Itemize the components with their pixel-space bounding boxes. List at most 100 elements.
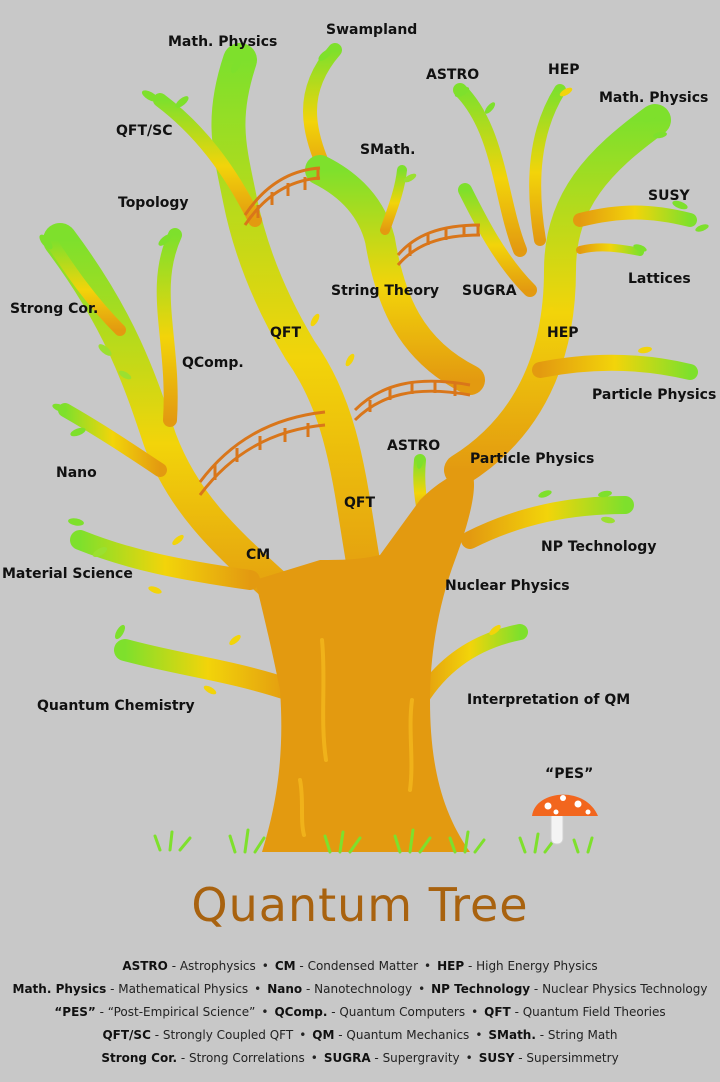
label-qcomp: QComp. bbox=[182, 355, 244, 371]
legend-abbreviation: ASTRO bbox=[122, 959, 168, 973]
leaves bbox=[39, 49, 709, 695]
legend-description: - Quantum Mechanics bbox=[334, 1028, 470, 1042]
label-hep-1: HEP bbox=[548, 62, 580, 78]
label-material-science: Material Science bbox=[2, 566, 133, 582]
label-cm: CM bbox=[246, 547, 270, 563]
legend-description: - Supergravity bbox=[370, 1051, 460, 1065]
legend-description: - “Post-Empirical Science” bbox=[95, 1005, 256, 1019]
label-swampland: Swampland bbox=[326, 22, 417, 38]
legend-abbreviation: CM bbox=[274, 959, 296, 973]
branch-np-technology bbox=[461, 496, 634, 549]
branch-susy bbox=[573, 205, 697, 227]
legend-row: ASTRO - Astrophysics • CM - Condensed Matt… bbox=[0, 955, 720, 978]
abbreviation-legend: ASTRO - Astrophysics • CM - Condensed Matt… bbox=[0, 955, 720, 1070]
branch-astro-top bbox=[453, 83, 527, 257]
branch-nano bbox=[58, 403, 167, 477]
legend-abbreviation: Strong Cor. bbox=[101, 1051, 177, 1065]
label-sugra: SUGRA bbox=[462, 283, 517, 299]
legend-description: - Condensed Matter bbox=[295, 959, 418, 973]
branch-strong-cor bbox=[44, 234, 126, 336]
mushroom-icon bbox=[532, 794, 598, 845]
branch-sugra bbox=[458, 183, 537, 297]
branch-string-theory bbox=[305, 155, 485, 395]
legend-separator: • bbox=[310, 1051, 318, 1065]
label-qft-1: QFT bbox=[270, 325, 301, 341]
label-interpretation-qm: Interpretation of QM bbox=[467, 692, 630, 708]
label-susy: SUSY bbox=[648, 188, 691, 204]
label-particle-physics-1: Particle Physics bbox=[592, 387, 716, 403]
legend-row: “PES” - “Post-Empirical Science”•QComp. … bbox=[0, 1001, 720, 1024]
legend-abbreviation: SUSY bbox=[478, 1051, 515, 1065]
branch-qcomp bbox=[156, 228, 182, 427]
legend-description: - High Energy Physics bbox=[464, 959, 598, 973]
branch-right-main bbox=[444, 104, 671, 486]
label-qft-sc: QFT/SC bbox=[116, 123, 173, 139]
legend-description: - Strong Correlations bbox=[177, 1051, 305, 1065]
legend-row: QFT/SC - Strongly Coupled QFT • QM - Quant… bbox=[0, 1024, 720, 1047]
label-np-technology: NP Technology bbox=[541, 539, 656, 555]
legend-abbreviation: Nano bbox=[267, 982, 303, 996]
bridge-lower-left bbox=[198, 410, 326, 496]
legend-row: Strong Cor. - Strong Correlations•SUGRA … bbox=[0, 1047, 720, 1070]
legend-abbreviation: QComp. bbox=[274, 1005, 328, 1019]
branches bbox=[43, 43, 698, 708]
legend-separator: • bbox=[261, 959, 269, 973]
legend-separator: • bbox=[471, 1005, 479, 1019]
label-lattices: Lattices bbox=[628, 271, 691, 287]
branch-labels: Swampland Math. Physics ASTRO HEP Math. … bbox=[2, 22, 716, 782]
label-smath: SMath. bbox=[360, 142, 415, 158]
branch-smath bbox=[380, 165, 407, 235]
label-astro-2: ASTRO bbox=[387, 438, 440, 454]
label-qft-2: QFT bbox=[344, 495, 375, 511]
legend-separator: • bbox=[261, 1005, 269, 1019]
branch-hep-top bbox=[529, 84, 566, 246]
label-nuclear-physics: Nuclear Physics bbox=[445, 578, 570, 594]
bridge-top-left bbox=[243, 166, 321, 226]
legend-separator: • bbox=[465, 1051, 473, 1065]
branch-particle-physics-1 bbox=[532, 354, 698, 380]
branch-lattices bbox=[576, 243, 644, 256]
quantum-tree-diagram: Swampland Math. Physics ASTRO HEP Math. … bbox=[2, 22, 716, 854]
legend-abbreviation: QFT/SC bbox=[102, 1028, 151, 1042]
label-string-theory: String Theory bbox=[331, 283, 439, 299]
bridges bbox=[198, 166, 481, 496]
label-math-physics-1: Math. Physics bbox=[168, 34, 277, 50]
legend-abbreviation: NP Technology bbox=[431, 982, 531, 996]
legend-description: - Nanotechnology bbox=[302, 982, 413, 996]
legend-description: - Quantum Computers bbox=[327, 1005, 466, 1019]
branch-material-science bbox=[70, 530, 260, 590]
label-astro-1: ASTRO bbox=[426, 67, 479, 83]
legend-description: - Strongly Coupled QFT bbox=[150, 1028, 294, 1042]
legend-abbreviation: SUGRA bbox=[323, 1051, 371, 1065]
legend-description: - Mathematical Physics bbox=[106, 982, 249, 996]
branch-qft-sc bbox=[153, 93, 262, 227]
label-math-physics-2: Math. Physics bbox=[599, 90, 708, 106]
label-nano: Nano bbox=[56, 465, 97, 481]
legend-separator: • bbox=[299, 1028, 307, 1042]
legend-abbreviation: Math. Physics bbox=[12, 982, 107, 996]
page-title: Quantum Tree bbox=[191, 878, 529, 932]
legend-abbreviation: SMath. bbox=[488, 1028, 536, 1042]
legend-abbreviation: QM bbox=[312, 1028, 335, 1042]
branch-center-qft bbox=[211, 43, 387, 617]
legend-separator: • bbox=[418, 982, 426, 996]
trunk-streaks bbox=[298, 638, 414, 837]
legend-row: Math. Physics - Mathematical Physics • Nan… bbox=[0, 978, 720, 1001]
label-quantum-chemistry: Quantum Chemistry bbox=[37, 698, 195, 714]
label-pes: “PES” bbox=[545, 766, 593, 782]
legend-abbreviation: HEP bbox=[437, 959, 465, 973]
branch-interpretation bbox=[412, 624, 528, 708]
bridge-top-middle bbox=[396, 223, 481, 266]
label-topology: Topology bbox=[118, 195, 189, 211]
legend-abbreviation: QFT bbox=[484, 1005, 511, 1019]
legend-description: - Nuclear Physics Technology bbox=[530, 982, 708, 996]
legend-separator: • bbox=[254, 982, 262, 996]
branch-quantum-chemistry bbox=[114, 639, 301, 701]
legend-description: - String Math bbox=[535, 1028, 618, 1042]
legend-description: - Supersimmetry bbox=[514, 1051, 619, 1065]
legend-abbreviation: “PES” bbox=[54, 1005, 96, 1019]
legend-description: - Astrophysics bbox=[167, 959, 256, 973]
legend-separator: • bbox=[424, 959, 432, 973]
trunk bbox=[255, 470, 475, 852]
label-particle-physics-2: Particle Physics bbox=[470, 451, 594, 467]
